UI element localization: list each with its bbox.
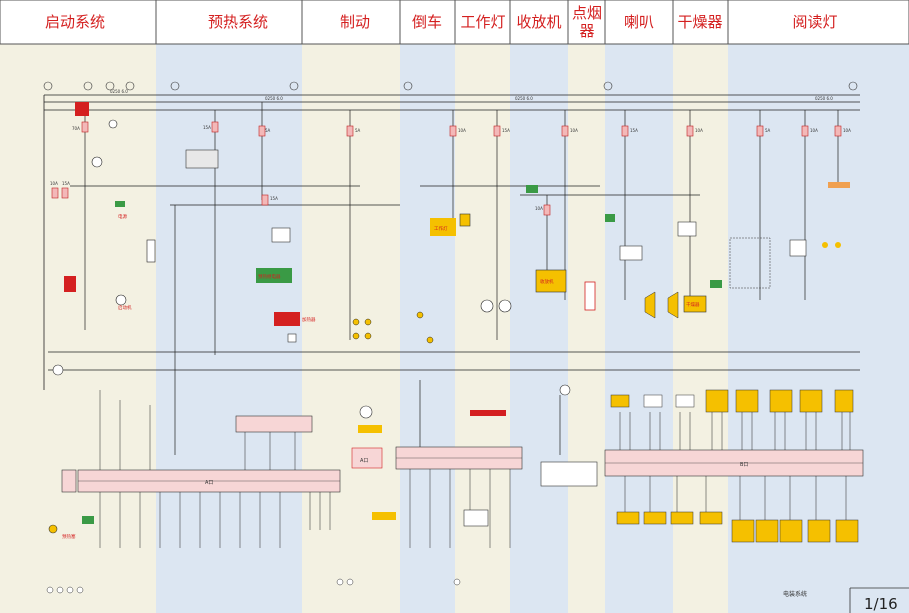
power-buses [43, 94, 860, 390]
svg-text:10A: 10A [570, 128, 578, 133]
heater-label: 加热器 [302, 316, 316, 323]
svg-text:15A: 15A [62, 181, 70, 186]
sensor-row-top [610, 389, 854, 413]
reading-lamp-parts [710, 182, 850, 289]
svg-text:5A: 5A [355, 128, 361, 133]
middle-parts [352, 213, 512, 344]
radio-label: 收放机 [540, 278, 554, 285]
connector-leads [99, 390, 851, 548]
svg-text:10A: 10A [695, 128, 703, 133]
footer-title: 电装系统 [783, 590, 807, 598]
svg-text:15A: 15A [203, 125, 211, 130]
svg-text:10A: 10A [458, 128, 466, 133]
top-markers [43, 81, 858, 91]
radio-lighter [526, 185, 596, 311]
header-preheat-system: 预热系统 [208, 13, 268, 31]
svg-text:70A: 70A [72, 126, 80, 131]
svg-text:15A: 15A [502, 128, 510, 133]
svg-text:5A: 5A [265, 128, 271, 133]
bus-wire-3: 0250 6.0 [515, 96, 533, 101]
header-work-lamp: 工作灯 [460, 13, 505, 31]
dryer-label: 干燥器 [686, 301, 700, 308]
fuses [51, 121, 842, 216]
preheat-plug-label: 预热塞 [62, 533, 76, 540]
header-dryer: 干燥器 [677, 13, 722, 31]
controller-a [48, 364, 396, 534]
svg-text:10A: 10A [843, 128, 851, 133]
svg-text:10A: 10A [535, 206, 543, 211]
header-row: 启动系统 预热系统 制动 倒车 工作灯 收放机 点烟 器 喇叭 干燥器 阅读灯 [0, 0, 909, 45]
svg-text:10A: 10A [50, 181, 58, 186]
header-radio: 收放机 [516, 13, 561, 31]
controller-b [604, 449, 864, 477]
header-cigarette-lighter-2: 器 [579, 22, 594, 40]
header-brake: 制动 [340, 13, 370, 31]
connector-a-label: A口 [205, 480, 213, 486]
bus-wire-4: 0250 6.0 [815, 96, 833, 101]
svg-text:15A: 15A [270, 196, 278, 201]
header-cigarette-lighter-1: 点烟 [572, 4, 602, 22]
connector-b-label: B口 [740, 462, 748, 468]
preheat-relay-label: 预热继电器 [258, 273, 281, 280]
sensor-row-bottom [616, 511, 859, 543]
fuse-labels: 70A 15A 5A 5A 10A 15A 10A 15A 10A 5A 10A… [50, 125, 851, 211]
power-label: 电源 [118, 213, 127, 220]
bus-wire-2: 0250 6.0 [265, 96, 283, 101]
svg-text:15A: 15A [630, 128, 638, 133]
svg-text:10A: 10A [810, 128, 818, 133]
connector-a2-label: A口 [360, 458, 368, 464]
starter-label: 启动机 [118, 304, 132, 311]
bus-wire-1: 0250 6.0 [110, 89, 128, 94]
footer [46, 578, 909, 613]
svg-text:5A: 5A [765, 128, 771, 133]
preheat-parts [185, 149, 300, 343]
header-reverse: 倒车 [412, 13, 442, 31]
work-lamp-label: 工作灯 [434, 225, 448, 232]
start-system-parts [64, 102, 156, 306]
controller-middle [395, 384, 598, 527]
header-start-system: 启动系统 [45, 13, 105, 31]
page-number: 1/16 [864, 595, 898, 613]
header-horn: 喇叭 [624, 13, 654, 31]
horn-dryer [605, 214, 707, 319]
header-reading-lamp: 阅读灯 [792, 13, 837, 31]
